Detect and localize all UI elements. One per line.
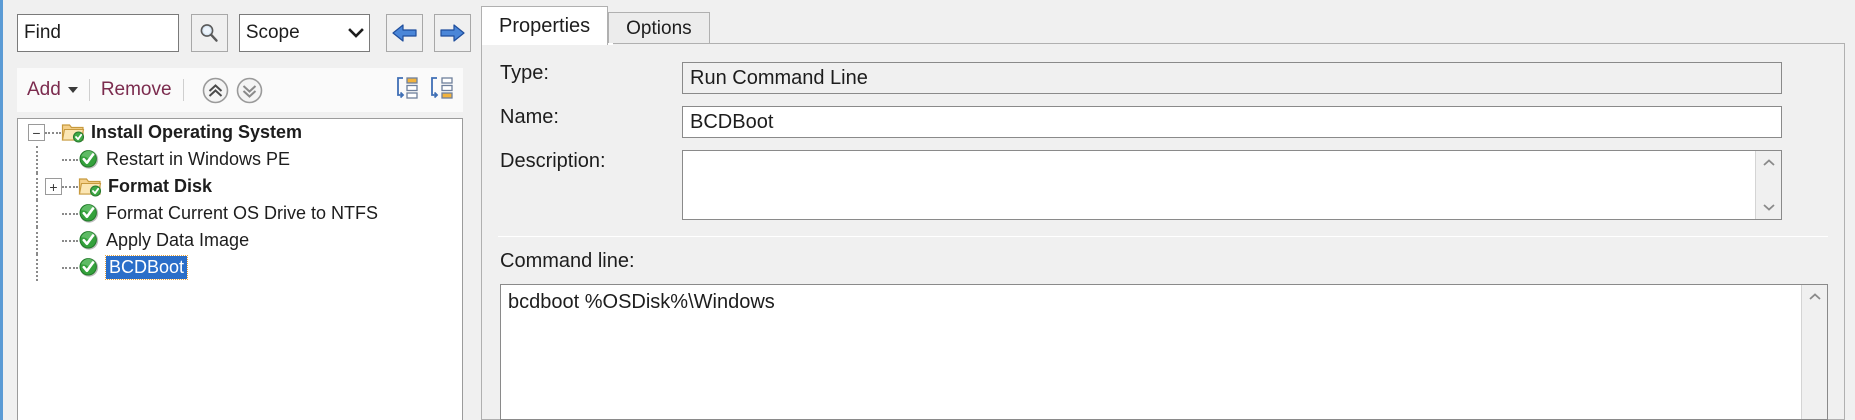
scope-selected-value: Scope: [245, 22, 300, 43]
navigate-back-button[interactable]: [386, 14, 424, 52]
chevron-down-icon: [343, 27, 369, 39]
tree-toolbar: Add Remove: [17, 68, 463, 112]
name-input[interactable]: BCDBoot: [682, 106, 1782, 138]
toolbar-separator-2: [182, 79, 184, 101]
tree-node[interactable]: + Format Disk: [18, 173, 462, 200]
magnifier-icon: [201, 24, 219, 42]
arrow-left-icon: [392, 24, 417, 42]
description-label: Description:: [500, 150, 606, 172]
type-label: Type:: [500, 62, 549, 84]
tree-node-label: BCDBoot: [104, 255, 189, 280]
toolbar-separator: [88, 79, 90, 101]
tree-node-label: Apply Data Image: [106, 230, 250, 250]
green-check-icon: [79, 150, 99, 169]
tree-node-label: Restart in Windows PE: [106, 149, 291, 169]
tree-connector-line: [62, 212, 78, 215]
tree-expander-expand[interactable]: +: [45, 178, 62, 195]
move-up-button[interactable]: [202, 77, 229, 104]
command-scroll-up-button[interactable]: [1802, 285, 1828, 309]
green-check-icon: [79, 258, 99, 277]
find-toolbar: Scope: [3, 0, 471, 68]
command-line-scrollbar[interactable]: [1801, 285, 1827, 419]
add-button[interactable]: Add: [27, 79, 61, 100]
description-textarea[interactable]: [682, 150, 1782, 220]
tree-node[interactable]: Format Current OS Drive to NTFS: [18, 200, 462, 227]
tree-node-label: Format Current OS Drive to NTFS: [106, 203, 379, 223]
description-scrollbar[interactable]: [1755, 151, 1781, 219]
tree-connector-line: [62, 185, 78, 188]
tree-toolbar-right-group: [394, 75, 455, 106]
description-value: [683, 151, 1781, 157]
field-type: Type: Run Command Line: [482, 62, 1844, 94]
tree-indent-guide: [28, 200, 45, 227]
expand-list-icon: [431, 77, 453, 99]
right-pane: Properties Options Type: Run Command Lin…: [471, 0, 1855, 420]
tabstrip: Properties Options: [481, 6, 710, 45]
folder-check-icon: [61, 124, 85, 143]
expand-all-button[interactable]: [429, 75, 455, 106]
section-divider: [498, 236, 1828, 237]
chevron-double-down-icon: [236, 77, 262, 103]
green-check-icon: [79, 231, 99, 250]
tab-properties[interactable]: Properties: [481, 6, 609, 45]
tree-node[interactable]: Apply Data Image: [18, 227, 462, 254]
tab-options-label: Options: [626, 18, 692, 39]
tree-node[interactable]: Restart in Windows PE: [18, 146, 462, 173]
name-label: Name:: [500, 106, 559, 128]
tree-connector-line: [62, 266, 78, 269]
tree-expander-collapse[interactable]: −: [28, 124, 45, 141]
tree-node[interactable]: − Install Operating System: [18, 119, 462, 146]
arrow-right-icon: [440, 24, 465, 42]
tree-indent-guide: [28, 227, 45, 254]
properties-tabpage: Type: Run Command Line Name: BCDBoot Des…: [481, 43, 1845, 420]
field-command-line-label: Command line:: [482, 250, 1844, 273]
scope-dropdown[interactable]: Scope: [238, 14, 371, 52]
tree-connector-line: [45, 131, 61, 134]
chevron-down-icon: [1762, 204, 1775, 211]
collapse-list-icon: [397, 77, 418, 99]
add-dropdown-caret-icon[interactable]: [67, 87, 78, 93]
search-button[interactable]: [191, 14, 228, 52]
tree-node[interactable]: BCDBoot: [18, 254, 462, 281]
move-down-button[interactable]: [236, 77, 263, 104]
chevron-up-icon: [1808, 293, 1821, 300]
type-value: Run Command Line: [682, 62, 1782, 94]
field-name: Name: BCDBoot: [482, 106, 1844, 138]
command-line-label: Command line:: [500, 250, 635, 272]
tree-indent-guide: [28, 254, 45, 281]
scroll-down-button[interactable]: [1756, 195, 1782, 219]
field-command-line: bcdboot %OSDisk%\Windows: [500, 284, 1828, 420]
tree-connector-line: [62, 158, 78, 161]
tree-node-label: Format Disk: [108, 176, 213, 196]
left-pane: Scope Add R: [0, 0, 471, 420]
tab-properties-label: Properties: [499, 14, 591, 37]
tab-options[interactable]: Options: [608, 12, 710, 45]
collapse-all-button[interactable]: [394, 75, 420, 106]
chevron-double-up-icon: [202, 77, 228, 103]
scroll-up-button[interactable]: [1756, 151, 1782, 175]
command-line-value: bcdboot %OSDisk%\Windows: [508, 291, 775, 313]
navigate-forward-button[interactable]: [434, 14, 471, 52]
chevron-up-icon: [1762, 159, 1775, 166]
command-line-textarea[interactable]: bcdboot %OSDisk%\Windows: [500, 284, 1828, 420]
tree-indent-guide: [28, 146, 45, 173]
tree-connector-line: [62, 239, 78, 242]
field-description: Description:: [482, 150, 1844, 220]
search-input[interactable]: [17, 14, 179, 52]
folder-check-icon: [78, 178, 102, 197]
tree-node-label: Install Operating System: [91, 122, 303, 142]
remove-button[interactable]: Remove: [100, 79, 172, 100]
green-check-icon: [79, 204, 99, 223]
tree-indent-guide: [28, 173, 45, 200]
